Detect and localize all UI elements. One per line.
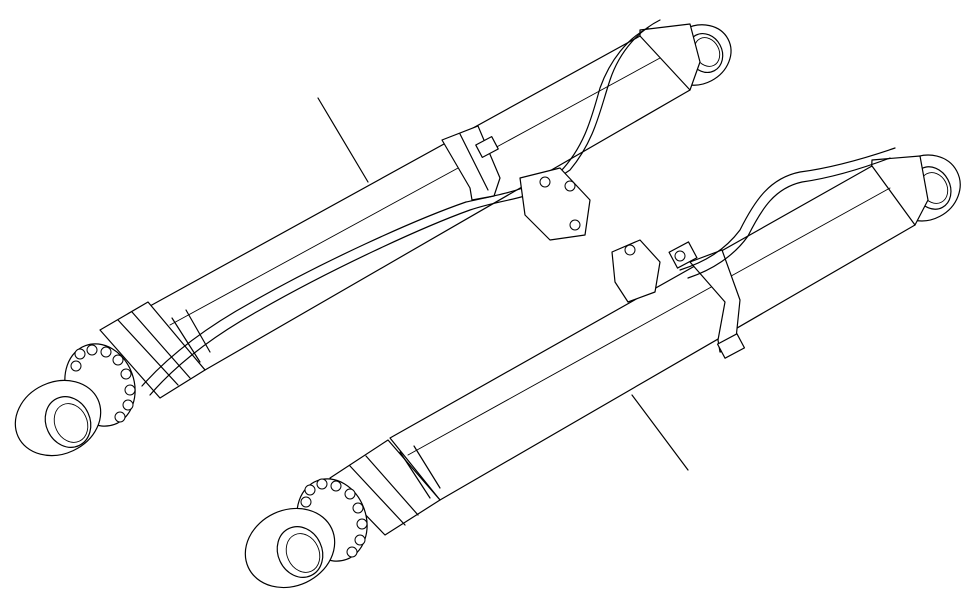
cylinder-1-gland (99, 301, 211, 399)
cylinder-2-hose-fitting (611, 239, 686, 303)
cylinder-2-clamp (668, 241, 746, 359)
cylinder-1-clamp (441, 125, 501, 201)
cylinder-2-gland (329, 439, 441, 536)
cylinder-2-rod-eye (244, 507, 336, 589)
cylinder-1-rod-eye (14, 379, 102, 457)
cylinder-1-hose (141, 19, 661, 396)
leader-line-1 (317, 97, 369, 183)
leader-line-2 (631, 394, 689, 471)
cylinder-2 (244, 147, 961, 589)
cylinder-1-hose-fitting (519, 167, 591, 241)
cylinder-1 (14, 19, 732, 457)
cylinder-2-hose (679, 147, 896, 279)
